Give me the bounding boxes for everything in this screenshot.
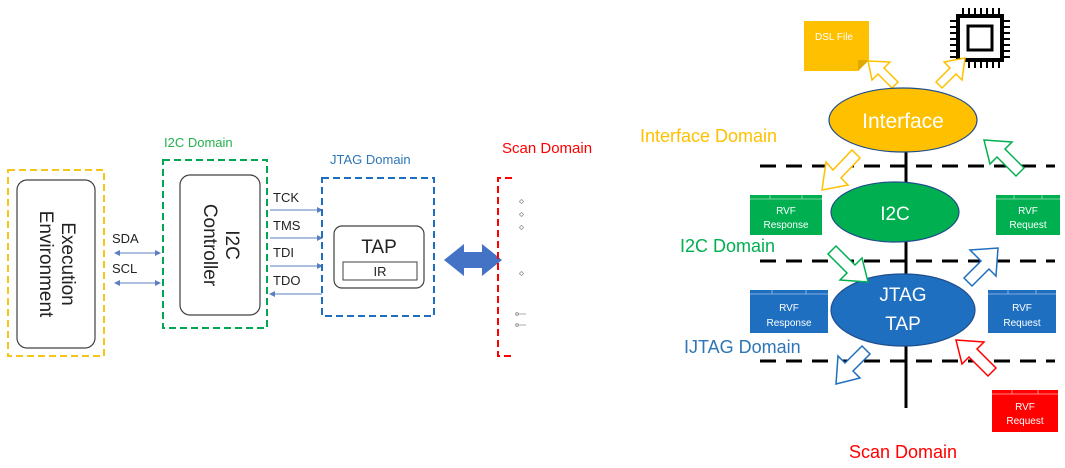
rvf-jtag-response: RVF Response	[750, 290, 828, 333]
ijtag-domain-label: IJTAG Domain	[684, 337, 801, 357]
scan-domain-label-left: Scan Domain	[502, 140, 592, 157]
rvf-scan-request: RVF Request	[992, 390, 1058, 432]
svg-text:Environment: Environment	[35, 211, 56, 318]
svg-text:Request: Request	[1003, 318, 1040, 329]
svg-text:Response: Response	[763, 220, 808, 231]
execution-environment-label: Execution Environment	[35, 211, 78, 318]
jtag-node-line2: TAP	[885, 314, 921, 335]
tap-label: TAP	[361, 237, 397, 258]
dsl-file-label: DSL File	[815, 32, 853, 43]
interface-node-label: Interface	[862, 110, 944, 133]
sda-label: SDA	[112, 231, 139, 246]
scan-domain-label-right: Scan Domain	[849, 442, 957, 462]
tdi-label: TDI	[273, 245, 294, 260]
dsl-file-icon	[804, 21, 869, 71]
interface-node	[828, 87, 978, 153]
svg-text:RVF: RVF	[1012, 303, 1032, 314]
interface-domain-label: Interface Domain	[640, 126, 777, 146]
i2c-domain-label: I2C Domain	[164, 135, 233, 150]
chip-icon	[950, 8, 1010, 68]
arrow-to-chip-icon	[934, 57, 966, 90]
svg-text:Request: Request	[1009, 220, 1046, 231]
arrow-jtag-request-up-icon	[962, 247, 999, 288]
svg-text:I2C: I2C	[221, 230, 242, 260]
scl-label: SCL	[112, 261, 137, 276]
i2c-controller-label: I2C Controller	[199, 204, 242, 287]
jtag-tap-node	[830, 273, 976, 347]
arrow-scan-request-up-icon	[955, 339, 998, 378]
tck-label: TCK	[273, 190, 299, 205]
ir-label: IR	[374, 264, 387, 279]
arrow-jtag-to-scan-icon	[835, 344, 872, 385]
arrow-i2c-request-up-icon	[983, 139, 1026, 178]
svg-text:Controller: Controller	[199, 204, 220, 287]
rvf-jtag-request: RVF Request	[988, 290, 1056, 333]
i2c-domain-label-right: I2C Domain	[680, 236, 775, 256]
svg-text:RVF: RVF	[1018, 206, 1038, 217]
svg-text:Response: Response	[766, 318, 811, 329]
i2c-controller-box	[179, 174, 261, 316]
i2c-domain-frame	[162, 159, 268, 329]
scan-chain-markers	[515, 198, 526, 327]
svg-text:RVF: RVF	[776, 206, 796, 217]
execution-environment-frame	[7, 169, 105, 357]
scan-domain-frame	[497, 177, 512, 357]
svg-text:RVF: RVF	[1015, 402, 1035, 413]
svg-text:RVF: RVF	[779, 303, 799, 314]
jtag-domain-frame	[321, 177, 435, 317]
tdo-label: TDO	[273, 273, 300, 288]
arrow-to-dsl-icon	[867, 60, 900, 90]
svg-text:Execution: Execution	[57, 222, 78, 305]
jtag-node-line1: JTAG	[879, 285, 926, 306]
jtag-domain-label: JTAG Domain	[330, 152, 411, 167]
i2c-node-label: I2C	[880, 204, 910, 225]
rvf-i2c-request: RVF Request	[996, 195, 1060, 235]
rvf-i2c-response: RVF Response	[750, 195, 822, 235]
svg-text:Request: Request	[1006, 416, 1043, 427]
i2c-node	[830, 181, 960, 243]
arrow-i2c-to-jtag-icon	[826, 244, 869, 283]
arrow-interface-to-i2c-icon	[821, 148, 862, 191]
tms-label: TMS	[273, 218, 301, 233]
execution-environment-box	[16, 179, 96, 349]
double-arrow-icon	[444, 244, 502, 276]
ir-register-box	[342, 261, 418, 281]
